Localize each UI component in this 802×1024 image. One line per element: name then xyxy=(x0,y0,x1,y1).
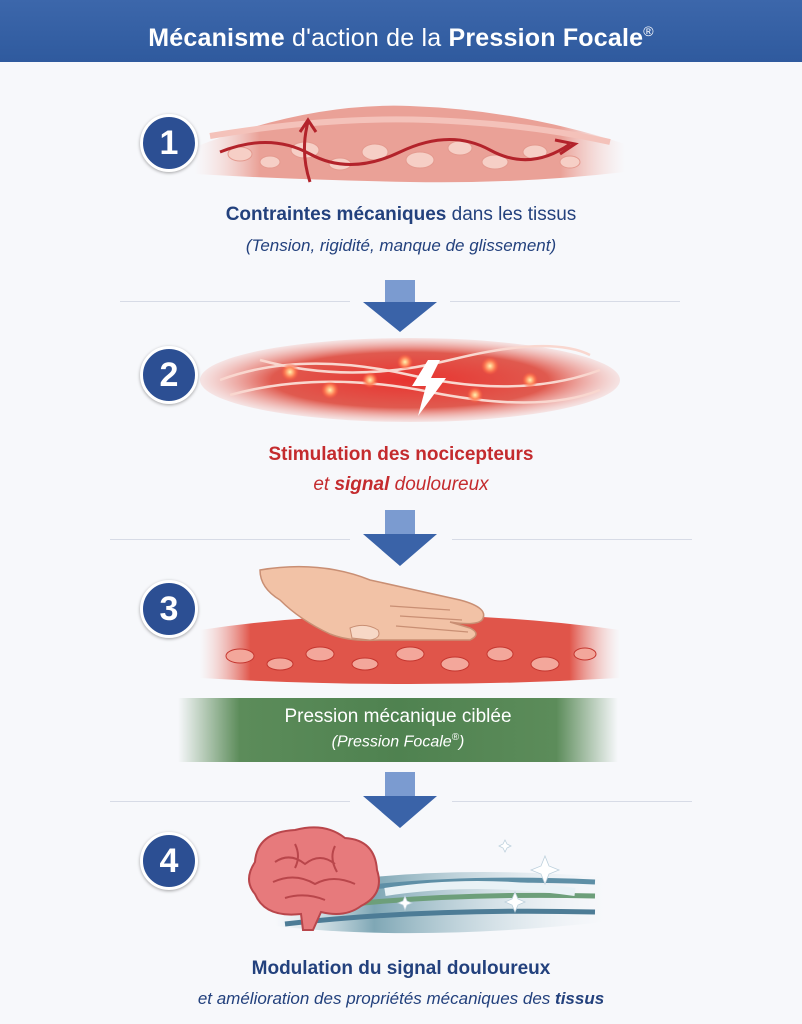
step-1-title: Contraintes mécaniques dans les tissus xyxy=(0,204,802,226)
hand-pressure-illustration xyxy=(200,565,620,684)
down-arrow-icon xyxy=(363,280,437,332)
nociceptor-illustration xyxy=(200,338,620,422)
step-4-sub-b: tissus xyxy=(555,989,605,1008)
step-1-title-rest: dans les tissus xyxy=(446,204,577,225)
divider xyxy=(450,301,680,302)
step-2-subtitle: et signal douloureux xyxy=(0,474,802,496)
divider xyxy=(452,801,692,802)
step-1-subtitle: (Tension, rigidité, manque de glissement… xyxy=(245,236,557,255)
step-2-sub-a: et xyxy=(313,474,335,495)
step-2-title: Stimulation des nocicepteurs xyxy=(268,444,534,465)
step-4-badge: 4 xyxy=(140,832,198,890)
down-arrow-icon xyxy=(363,772,437,828)
divider xyxy=(110,539,350,540)
step-1-badge: 1 xyxy=(140,114,198,172)
brain-icon xyxy=(248,826,380,931)
down-arrow-icon xyxy=(363,510,437,566)
step-3-badge: 3 xyxy=(140,580,198,638)
step-4-sub-a: et amélioration des propriétés mécanique… xyxy=(197,989,556,1008)
step-2-badge: 2 xyxy=(140,346,198,404)
step-2-sub-c: douloureux xyxy=(389,474,489,495)
tissue-tension-illustration xyxy=(195,105,625,183)
step-3-sub-close: ) xyxy=(459,733,465,751)
registered-mark: ® xyxy=(451,732,460,743)
step-3-title: Pression mécanique ciblée xyxy=(284,706,512,727)
step-3-subtitle: (Pression Focale®) xyxy=(178,732,618,751)
lightning-icon xyxy=(412,360,446,416)
divider xyxy=(452,539,692,540)
title-pression-focale: Pression Focale xyxy=(448,24,644,52)
title-word-mecanisme: Mécanisme xyxy=(148,24,285,52)
step-1-title-bold: Contraintes mécaniques xyxy=(225,204,447,225)
step-3-sub-text: (Pression Focale xyxy=(331,733,452,751)
registered-mark: ® xyxy=(643,23,654,39)
page-title: Mécanisme d'action de la Pression Focale… xyxy=(0,0,802,62)
divider xyxy=(110,801,350,802)
step-4-title: Modulation du signal douloureux xyxy=(251,958,551,979)
step-4-subtitle: et amélioration des propriétés mécanique… xyxy=(0,989,802,1009)
focal-pressure-band: Pression mécanique ciblée (Pression Foca… xyxy=(178,698,618,762)
brain-modulation-illustration xyxy=(248,826,605,934)
divider xyxy=(120,301,350,302)
step-2-sub-b: signal xyxy=(334,474,390,495)
title-middle: d'action de la xyxy=(284,24,449,52)
